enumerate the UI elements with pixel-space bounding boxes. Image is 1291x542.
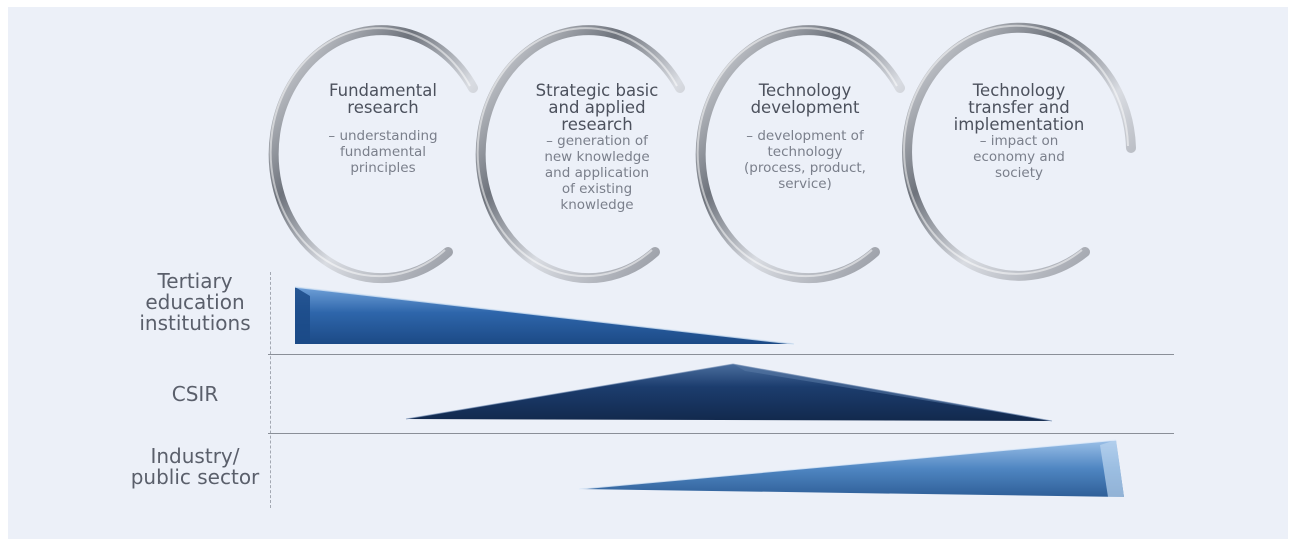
stage-technology-transfer: Technology transfer and implementation –… bbox=[944, 82, 1094, 181]
stage-title-line: research bbox=[561, 115, 633, 134]
stage-ring-4 bbox=[902, 22, 1136, 281]
stage-fundamental-research: Fundamental research – understanding fun… bbox=[318, 82, 448, 176]
stage-description-line: economy and bbox=[973, 149, 1065, 165]
row-divider-2 bbox=[268, 433, 1174, 434]
stage-title-line: and applied bbox=[548, 98, 646, 117]
label-divider-dashed bbox=[270, 272, 271, 508]
stage-description-line: fundamental bbox=[339, 144, 427, 160]
wedge-tertiary-education bbox=[294, 286, 795, 345]
wedge-industry-public-sector bbox=[578, 439, 1124, 497]
stage-description-line: technology bbox=[767, 144, 843, 160]
row-divider-1 bbox=[268, 354, 1174, 355]
sector-label-industry-public-sector: Industry/ public sector bbox=[130, 446, 260, 488]
sector-label-line: public sector bbox=[130, 465, 260, 489]
sector-label-line: institutions bbox=[139, 311, 251, 335]
sector-label-line: Tertiary bbox=[157, 269, 233, 293]
sector-label-line: Industry/ bbox=[150, 444, 240, 468]
wedge-csir bbox=[405, 363, 1053, 422]
stage-strategic-research: Strategic basic and applied research – g… bbox=[522, 82, 672, 213]
sector-label-line: education bbox=[145, 290, 245, 314]
sector-label-line: CSIR bbox=[171, 382, 219, 406]
stage-description-line: (process, product, bbox=[744, 160, 866, 176]
stage-description-line: service) bbox=[778, 176, 832, 192]
stage-description-line: – development of bbox=[746, 128, 864, 144]
stage-description-line: knowledge bbox=[560, 197, 634, 213]
stage-title-line: implementation bbox=[953, 115, 1085, 134]
sector-label-csir: CSIR bbox=[130, 384, 260, 405]
sector-label-tertiary-education: Tertiary education institutions bbox=[130, 271, 260, 334]
stage-description-line: principles bbox=[350, 160, 416, 176]
stage-title-line: development bbox=[750, 98, 860, 117]
stage-description-line: – generation of bbox=[546, 133, 648, 149]
stage-description-line: of existing bbox=[561, 181, 633, 197]
stage-title-line: Fundamental bbox=[329, 81, 437, 100]
stage-description-line: – understanding bbox=[328, 128, 438, 144]
stage-technology-development: Technology development – development of … bbox=[730, 82, 880, 192]
stage-ring-2 bbox=[475, 25, 685, 284]
stage-title-line: Technology bbox=[758, 81, 852, 100]
stage-title-line: Strategic basic bbox=[535, 81, 659, 100]
stage-description-line: new knowledge bbox=[544, 149, 650, 165]
stage-description-line: society bbox=[994, 165, 1044, 181]
stage-description-line: – impact on bbox=[979, 133, 1059, 149]
stage-ring-3 bbox=[695, 25, 905, 284]
stage-title-line: research bbox=[347, 98, 419, 117]
stage-ring-1 bbox=[268, 25, 478, 284]
stage-title-line: Technology bbox=[972, 81, 1066, 100]
stage-title-line: transfer and bbox=[968, 98, 1070, 117]
stage-description-line: and application bbox=[544, 165, 650, 181]
